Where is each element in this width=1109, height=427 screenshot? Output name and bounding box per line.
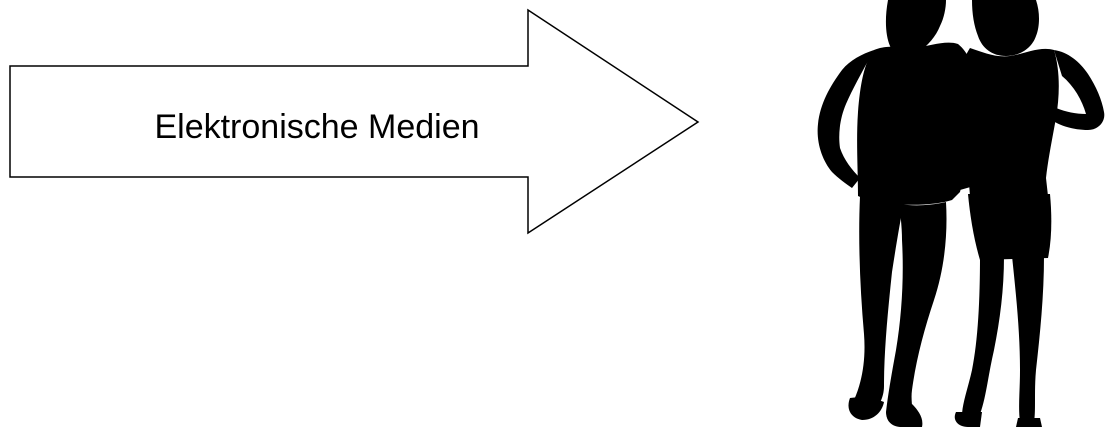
arrow: Elektronische Medien	[9, 8, 700, 235]
arrow-shape	[9, 8, 700, 235]
man-silhouette-icon	[817, 0, 977, 427]
arrow-label: Elektronische Medien	[154, 108, 479, 146]
woman-silhouette-icon	[954, 0, 1105, 427]
couple-silhouette-icon	[817, 0, 1105, 427]
